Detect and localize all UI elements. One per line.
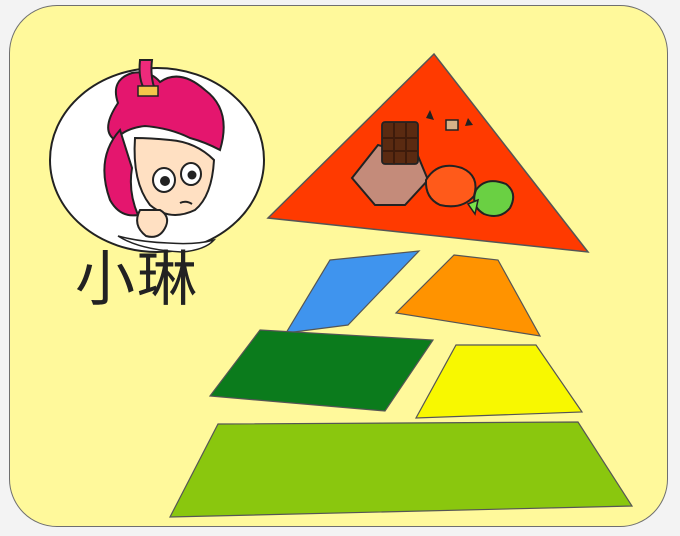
pyramid-middle-left: [284, 250, 421, 334]
pyramid-lower-right: [414, 344, 584, 419]
girl-portrait-icon: [49, 59, 265, 253]
chocolate-candy-icon: [350, 110, 515, 217]
character-name: 小琳: [75, 245, 199, 315]
pyramid-top-triangle: [266, 52, 590, 253]
pyramid-lower-left: [208, 329, 435, 412]
pyramid-base: [169, 421, 634, 518]
pyramid-middle-right: [394, 254, 542, 337]
